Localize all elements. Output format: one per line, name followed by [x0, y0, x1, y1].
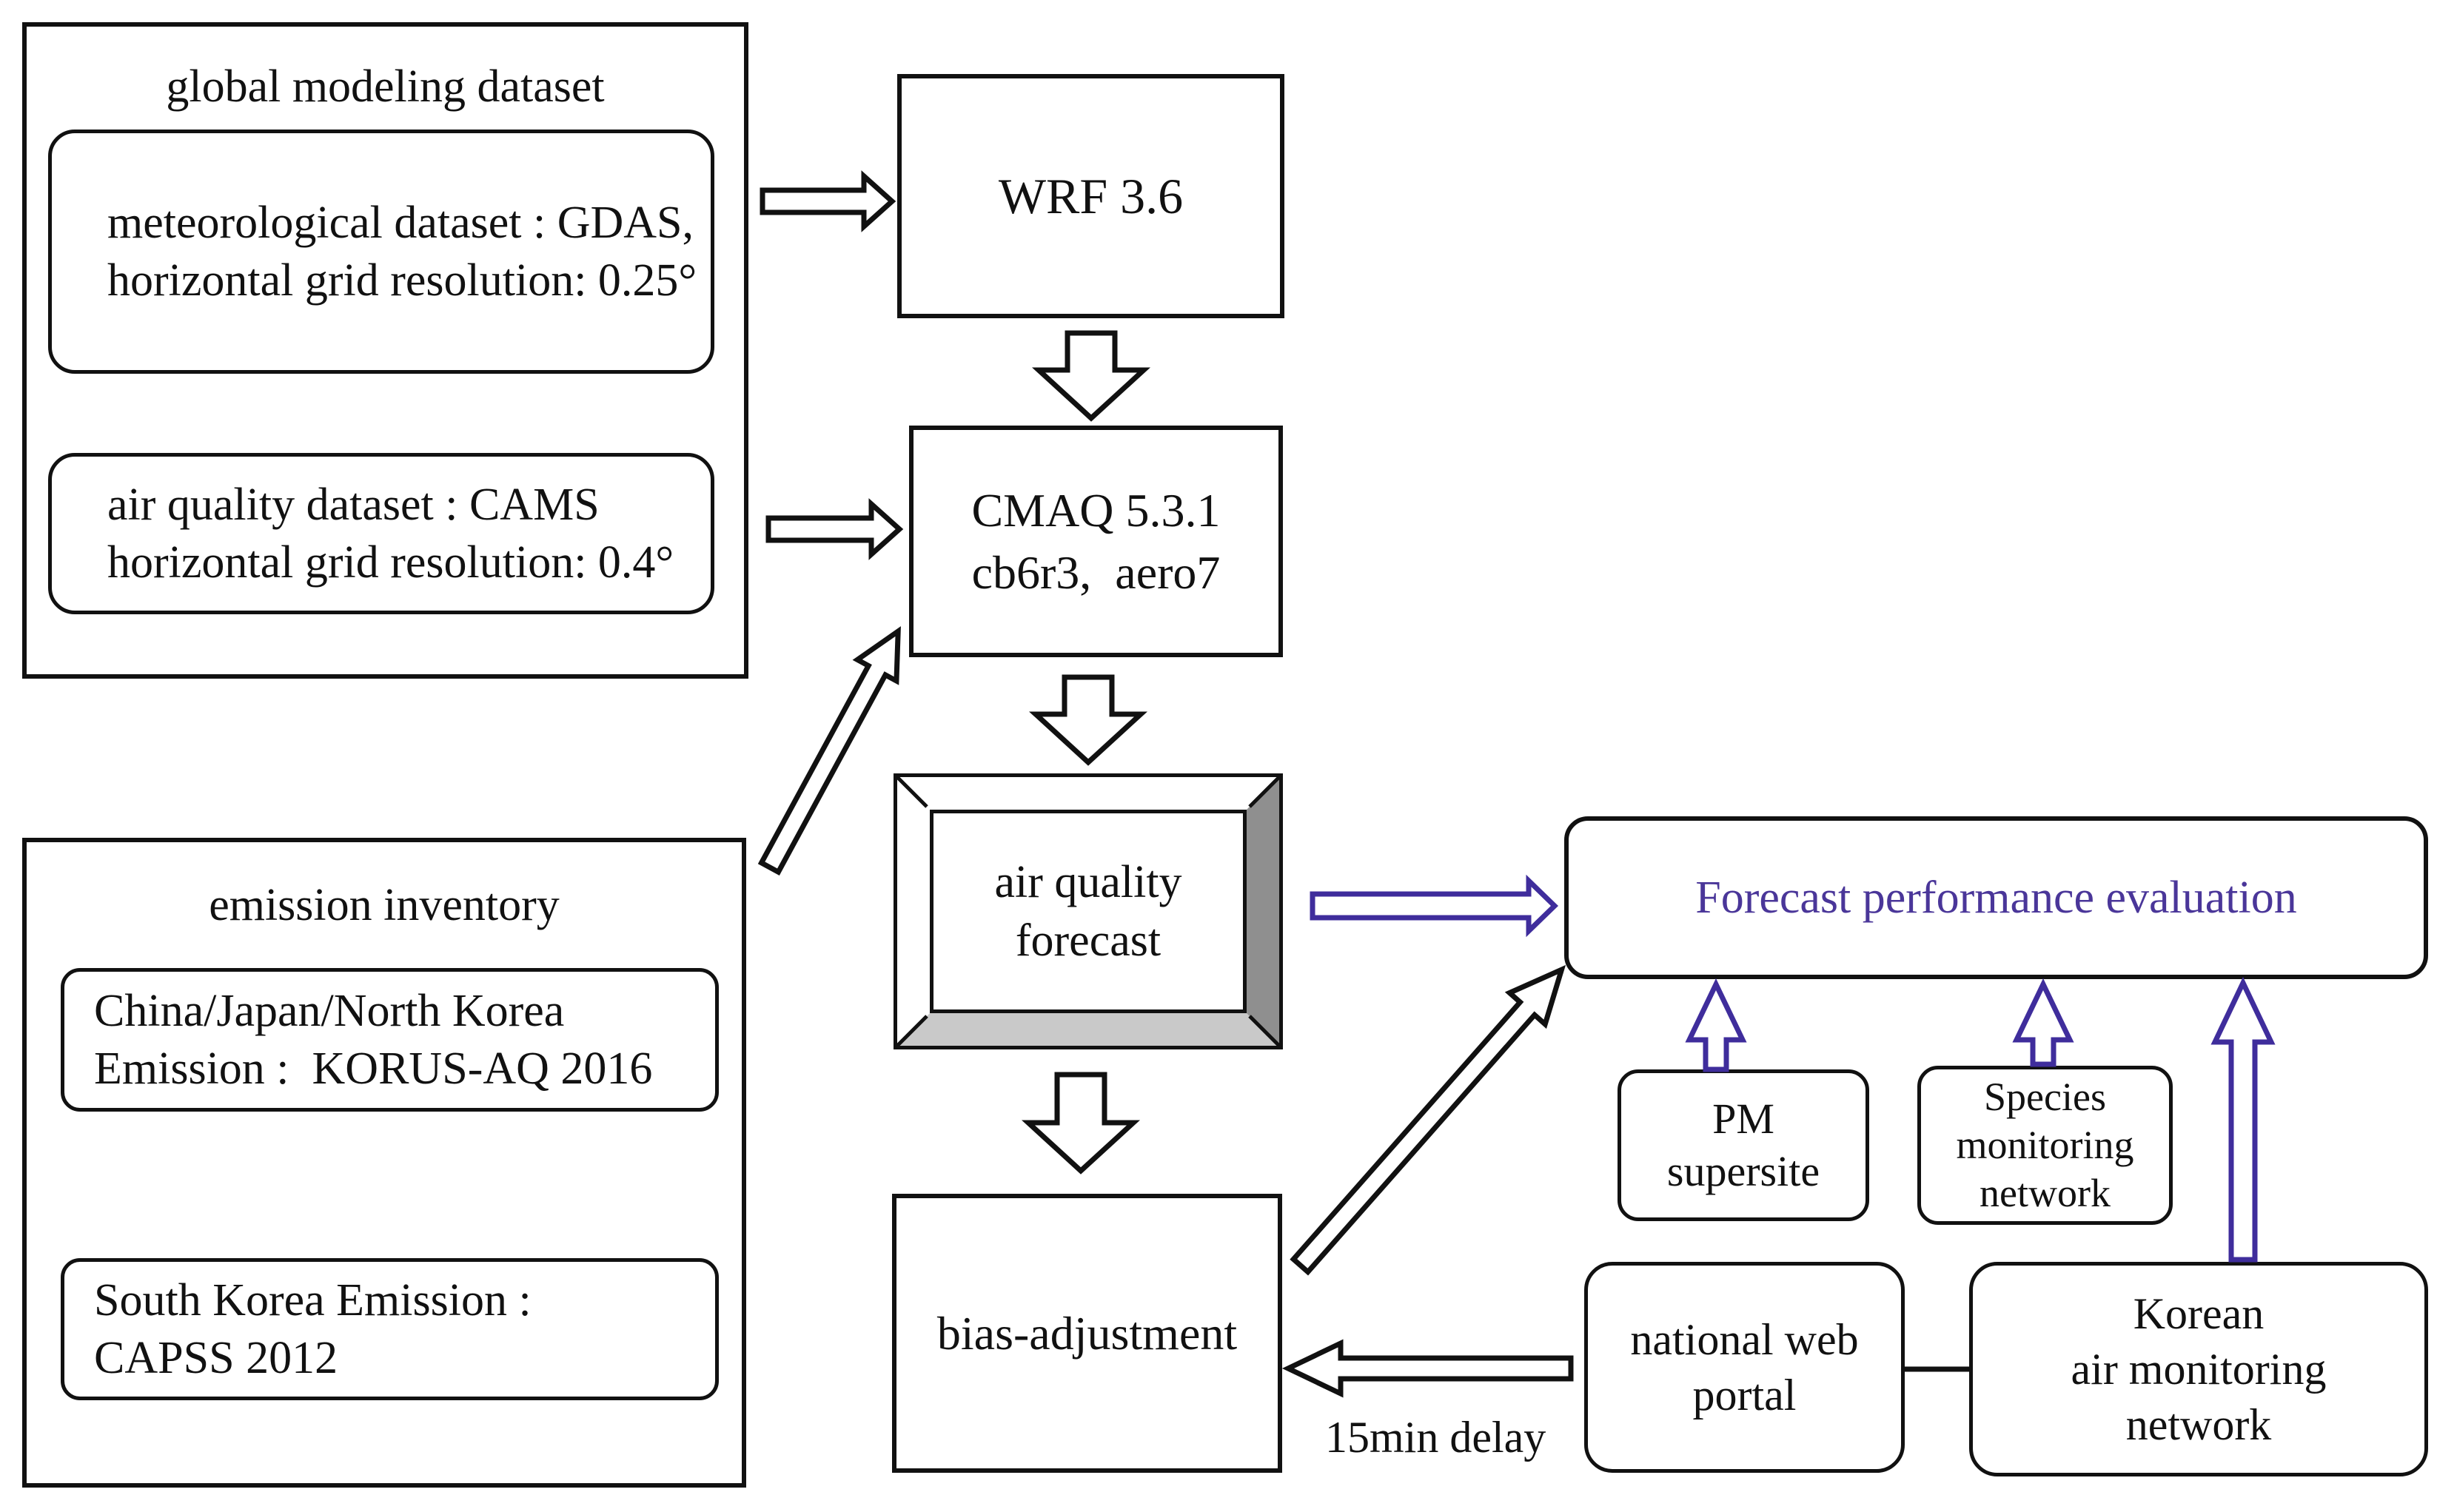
cmaq-line: CMAQ 5.3.1 [971, 484, 1221, 537]
wrf-box: WRF 3.6 [897, 74, 1284, 318]
china-japan-nk-emission-box: China/Japan/North Korea Emission : KORUS… [61, 968, 719, 1112]
global-dataset-title: global modeling dataset [166, 61, 605, 112]
air-quality-forecast-line: air quality [994, 857, 1182, 908]
arrow-aq-to-cmaq-icon [765, 498, 904, 560]
delay-label: 15min delay [1325, 1413, 1546, 1462]
meteorological-dataset-line: horizontal grid resolution: 0.25° [107, 255, 697, 306]
frame-bevel [897, 777, 1279, 1046]
arrow-forecast-to-bias-icon [1021, 1072, 1141, 1175]
china-japan-nk-emission-line: China/Japan/North Korea [94, 985, 565, 1036]
south-korea-emission-box: South Korea Emission : CAPSS 2012 [61, 1258, 719, 1400]
china-japan-nk-emission-line: Emission : KORUS-AQ 2016 [94, 1044, 653, 1094]
korean-network-line: air monitoring [2071, 1344, 2327, 1394]
forecast-evaluation-box: Forecast performance evaluation [1564, 816, 2428, 979]
cmaq-box: CMAQ 5.3.1 cb6r3, aero7 [909, 426, 1283, 657]
arrow-species-to-evaluation-icon [2012, 978, 2074, 1067]
air-quality-dataset-line: air quality dataset : CAMS [107, 479, 600, 530]
species-monitoring-network-box: Species monitoring network [1917, 1066, 2173, 1225]
wrf-label: WRF 3.6 [998, 167, 1184, 224]
species-network-line: monitoring [1956, 1123, 2134, 1168]
pm-supersite-box: PM supersite [1618, 1069, 1869, 1221]
bias-adjustment-box: bias-adjustment [892, 1194, 1282, 1473]
cmaq-line: cb6r3, aero7 [971, 545, 1221, 599]
arrow-wrf-to-cmaq-icon [1031, 330, 1151, 422]
national-web-portal-box: national web portal [1584, 1262, 1905, 1473]
national-web-portal-line: portal [1692, 1370, 1797, 1419]
bias-adjustment-label: bias-adjustment [936, 1306, 1238, 1360]
south-korea-emission-line: South Korea Emission : [94, 1274, 532, 1325]
air-quality-dataset-line: horizontal grid resolution: 0.4° [107, 537, 674, 588]
species-network-line: network [1980, 1170, 2111, 1215]
arrow-portal-to-bias-icon [1281, 1339, 1574, 1398]
meteorological-dataset-line: meteorological dataset : GDAS, [107, 197, 694, 248]
arrow-pm-to-evaluation-icon [1685, 978, 1747, 1072]
korean-air-monitoring-network-box: Korean air monitoring network [1969, 1262, 2428, 1476]
arrow-cmaq-to-forecast-icon [1028, 674, 1148, 766]
national-web-portal-line: national web [1630, 1314, 1859, 1364]
meteorological-dataset-box: meteorological dataset : GDAS, horizonta… [48, 130, 714, 374]
korean-network-line: Korean [2133, 1288, 2265, 1338]
pm-supersite-line: PM [1712, 1094, 1774, 1143]
global-dataset-group: global modeling dataset meteorological d… [22, 22, 748, 679]
arrow-bias-to-evaluation-icon [1290, 964, 1566, 1276]
air-quality-forecast-line: forecast [1015, 915, 1161, 966]
south-korea-emission-line: CAPSS 2012 [94, 1333, 338, 1383]
korean-network-line: network [2125, 1400, 2272, 1449]
air-quality-dataset-box: air quality dataset : CAMS horizontal gr… [48, 453, 714, 614]
arrow-emission-to-cmaq-icon [757, 626, 901, 876]
species-network-line: Species [1984, 1075, 2106, 1120]
forecast-evaluation-label: Forecast performance evaluation [1695, 872, 2297, 923]
arrow-forecast-to-evaluation-icon [1310, 874, 1559, 938]
arrow-met-to-wrf-icon [760, 170, 896, 232]
emission-inventory-title: emission inventory [209, 880, 560, 930]
emission-inventory-group: emission inventory China/Japan/North Kor… [22, 838, 746, 1488]
pm-supersite-line: supersite [1666, 1146, 1820, 1195]
air-quality-forecast-box: air quality forecast [894, 773, 1283, 1049]
arrow-korean-to-evaluation-icon [2210, 976, 2276, 1263]
